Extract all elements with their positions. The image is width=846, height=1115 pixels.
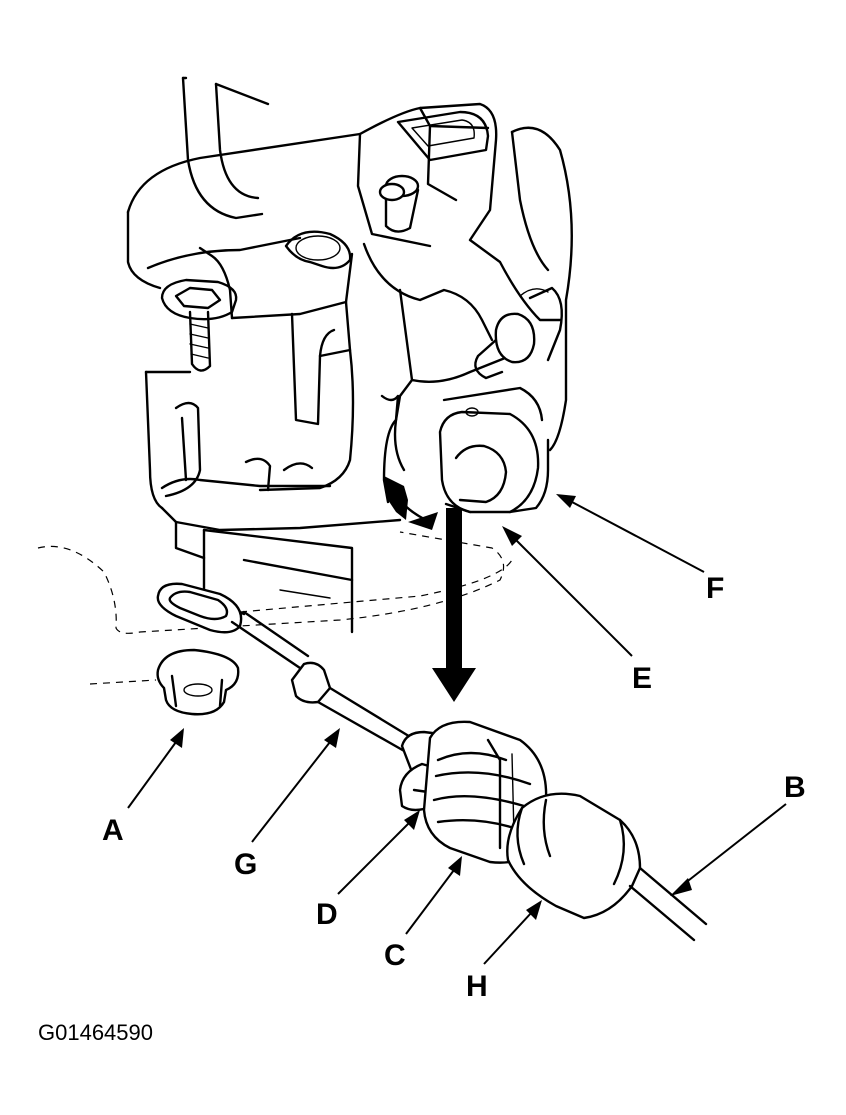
leader-F — [556, 494, 705, 573]
leader-B — [670, 803, 787, 896]
rotation-arrow — [384, 476, 438, 530]
leader-E — [502, 526, 633, 657]
cable-retainer-washer — [156, 582, 243, 634]
callout-F: F — [706, 572, 724, 605]
leader-H — [483, 900, 542, 965]
callout-C: C — [384, 939, 406, 972]
leader-A — [127, 728, 184, 809]
guide-outline — [37, 531, 513, 685]
callout-H: H — [466, 970, 488, 1003]
callout-B: B — [784, 771, 806, 804]
flange-nut — [156, 648, 240, 716]
leader-D — [337, 810, 420, 895]
callout-G: G — [234, 848, 257, 881]
shift-lever-bracket — [126, 76, 573, 634]
callout-A: A — [102, 814, 124, 847]
down-arrow — [432, 508, 476, 702]
leader-C — [405, 856, 462, 935]
shift-cable — [230, 610, 708, 942]
leader-G — [251, 728, 340, 843]
callout-D: D — [316, 898, 338, 931]
callout-E: E — [632, 662, 652, 695]
figure-id: G01464590 — [38, 1020, 153, 1045]
